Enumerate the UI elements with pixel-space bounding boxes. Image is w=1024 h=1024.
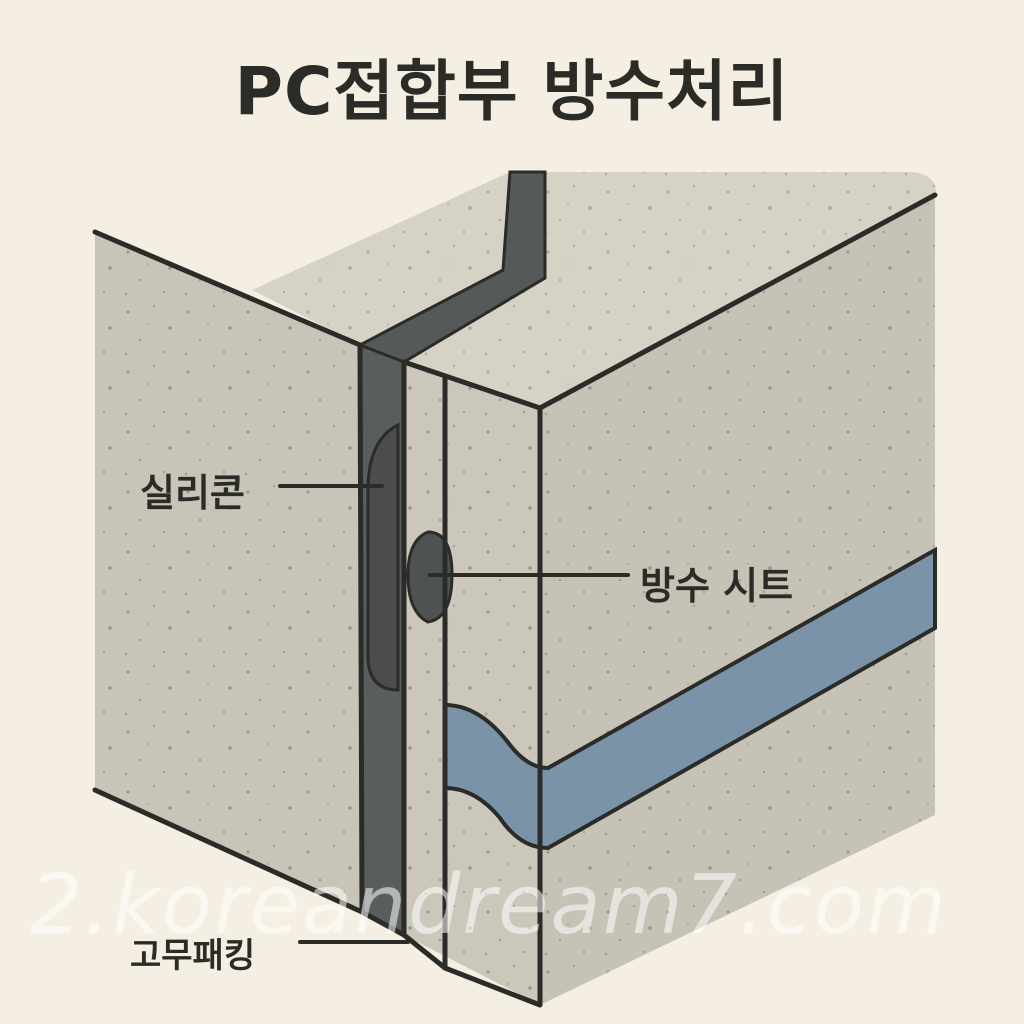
watermark-text: 2.koreandream7.com <box>30 858 948 953</box>
waterproof-sheet-band <box>443 546 937 851</box>
label-rubber-packing: 고무패킹 <box>130 936 256 976</box>
page-title: PC접합부 방수처리 <box>234 53 790 130</box>
label-waterproof-sheet: 방수 시트 <box>640 564 794 608</box>
label-silicone: 실리콘 <box>140 471 245 515</box>
silicone-bead <box>366 422 400 692</box>
